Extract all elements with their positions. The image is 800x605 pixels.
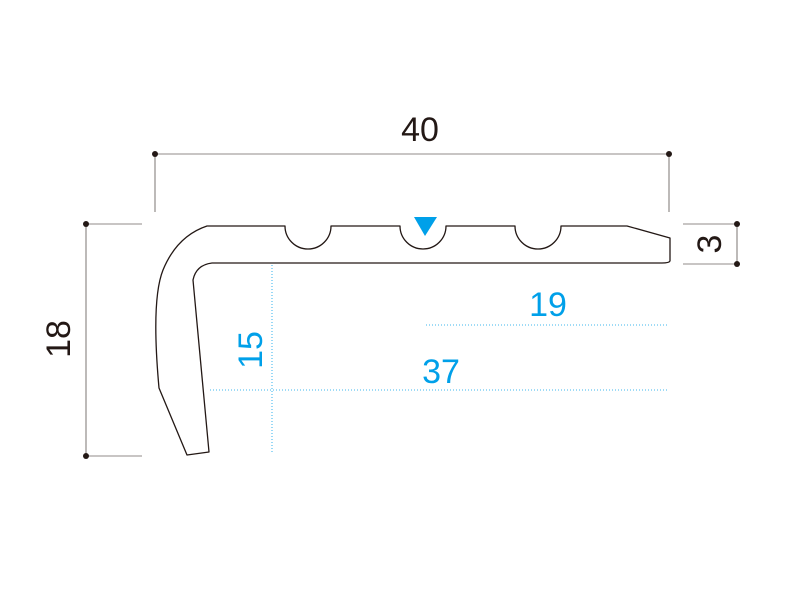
profile-outline	[155, 225, 671, 456]
dimension-overall-width: 40	[152, 111, 672, 212]
dimension-overall-height: 18	[40, 221, 142, 459]
dim-label-37: 37	[422, 353, 460, 391]
dim-label-19: 19	[529, 286, 567, 324]
center-marker-triangle	[414, 217, 437, 236]
dimension-top-thickness: 3	[683, 221, 740, 267]
dim-label-3: 3	[691, 235, 729, 254]
dim-label-40: 40	[401, 111, 439, 149]
dim-label-15: 15	[232, 331, 270, 369]
dim-label-18: 18	[40, 320, 78, 358]
inner-dimension-guides	[210, 265, 668, 452]
